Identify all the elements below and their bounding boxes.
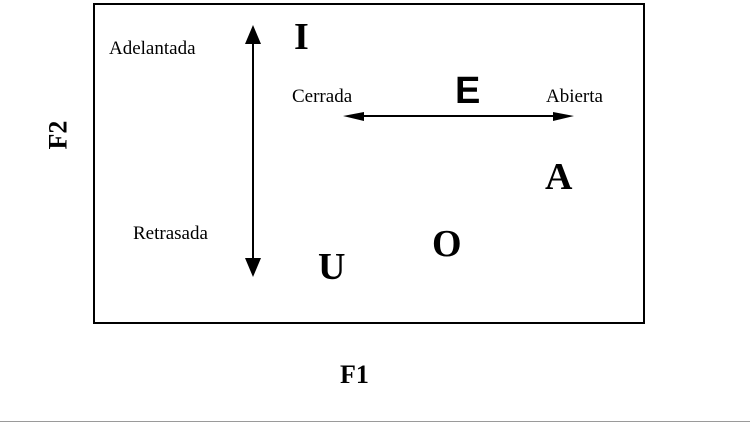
vertical-arrow-head-down (245, 258, 261, 277)
horizontal-arrow-head-right (553, 112, 574, 121)
horizontal-arrow-head-left (343, 112, 364, 121)
vowel-u: U (318, 246, 346, 288)
axis-x-label: F1 (340, 360, 369, 389)
bottom-divider (0, 421, 750, 422)
label-cerrada: Cerrada (292, 86, 353, 107)
label-retrasada: Retrasada (133, 223, 208, 244)
vertical-arrow-head-up (245, 25, 261, 44)
vowel-a: A (545, 156, 573, 198)
vowel-o: O (432, 223, 462, 265)
axis-y-label: F2 (43, 120, 73, 150)
vowel-i: I (294, 16, 309, 58)
label-abierta: Abierta (546, 86, 603, 107)
diagram-frame (93, 3, 645, 324)
vowel-e: E (455, 70, 481, 112)
label-adelantada: Adelantada (109, 38, 196, 59)
